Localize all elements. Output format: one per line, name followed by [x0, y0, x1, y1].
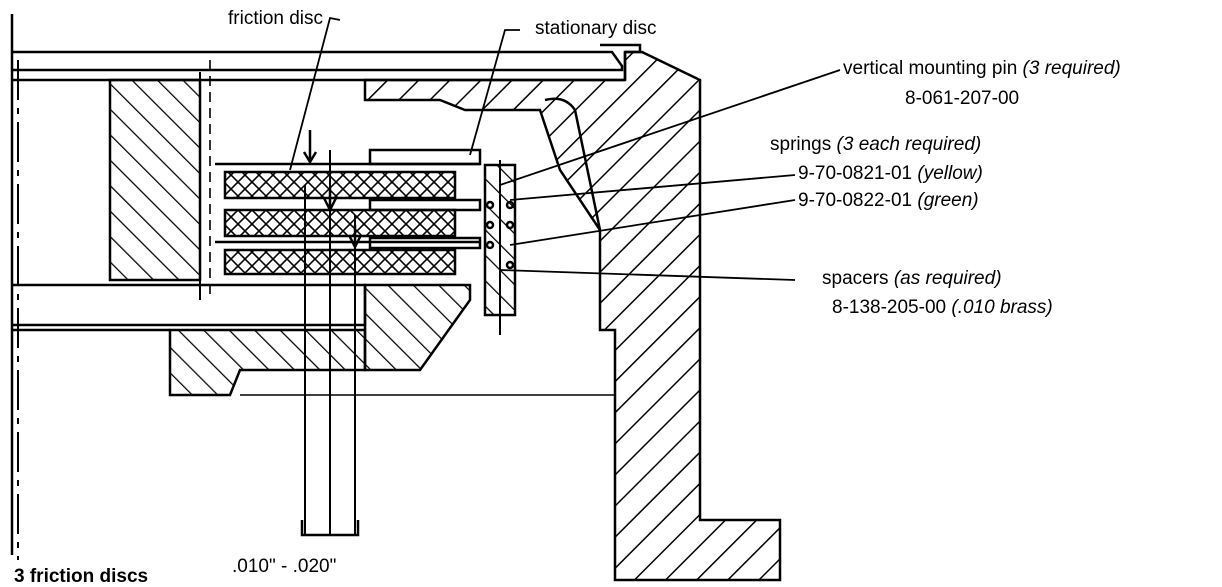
spring-yellow-color: (yellow): [917, 163, 983, 184]
label-spacers-part: 8-138-205-00 (.010 brass): [832, 297, 1053, 319]
mounting-pin-name: vertical mounting pin: [843, 58, 1018, 79]
spacers-part-number: 8-138-205-00: [832, 297, 947, 318]
friction-disc-3: [223, 248, 457, 276]
dim-arrow-low: [347, 225, 363, 250]
leader-stationary-disc: [469, 29, 520, 156]
leader-mounting-pin: [499, 69, 841, 186]
friction-disc-2: [223, 208, 457, 238]
spring-coil: [485, 200, 495, 210]
leader-spring-green: [509, 199, 796, 246]
label-spacers: spacers (as required): [822, 268, 1002, 290]
label-friction-disc: friction disc: [228, 8, 324, 29]
dim-bracket: [300, 520, 360, 537]
label-spring-yellow: 9-70-0821-01 (yellow): [798, 163, 983, 185]
dim-arrow-mid: [322, 188, 338, 213]
spacers-qty: (as required): [893, 268, 1002, 289]
leader-spacers: [499, 269, 796, 281]
leader-friction-disc: [289, 16, 341, 171]
left-hub-ring: [108, 78, 202, 282]
hub-flange: [363, 283, 472, 372]
spacers-material: (.010 brass): [951, 297, 1053, 318]
label-springs: springs (3 each required): [770, 134, 981, 156]
label-mounting-pin: vertical mounting pin (3 required): [843, 58, 1121, 80]
housing-curve: [544, 97, 602, 231]
label-spring-green: 9-70-0822-01 (green): [798, 190, 979, 212]
spring-coil: [485, 220, 495, 230]
mounting-pin-qty: (3 required): [1022, 58, 1121, 79]
spacers-name: spacers: [822, 268, 889, 289]
stationary-disc-1: [368, 148, 482, 166]
spring-coil: [505, 260, 515, 270]
spring-coil: [505, 200, 515, 210]
mounting-pin-part-number: 8-061-207-00: [905, 88, 1020, 109]
springs-qty: (3 each required): [836, 134, 982, 155]
springs-name: springs: [770, 134, 832, 155]
spring-green-color: (green): [917, 190, 979, 211]
label-gap-dimension: .010" - .020": [232, 556, 337, 577]
lower-hub: [168, 328, 367, 397]
leader-spring-yellow: [509, 174, 796, 201]
top-cover-plate: [12, 50, 624, 72]
outer-housing: [363, 50, 782, 582]
friction-disc-1: [223, 170, 457, 200]
spring-green-part: 9-70-0822-01: [798, 190, 913, 211]
spring-coil: [505, 220, 515, 230]
shaft-upper: [12, 283, 367, 327]
spring-coil: [485, 240, 495, 250]
label-stationary-disc: stationary disc: [535, 18, 657, 39]
stationary-disc-2: [368, 198, 482, 212]
dim-arrow-top: [302, 130, 318, 165]
spring-yellow-part: 9-70-0821-01: [798, 163, 913, 184]
caption-friction-discs: 3 friction discs: [14, 566, 149, 587]
